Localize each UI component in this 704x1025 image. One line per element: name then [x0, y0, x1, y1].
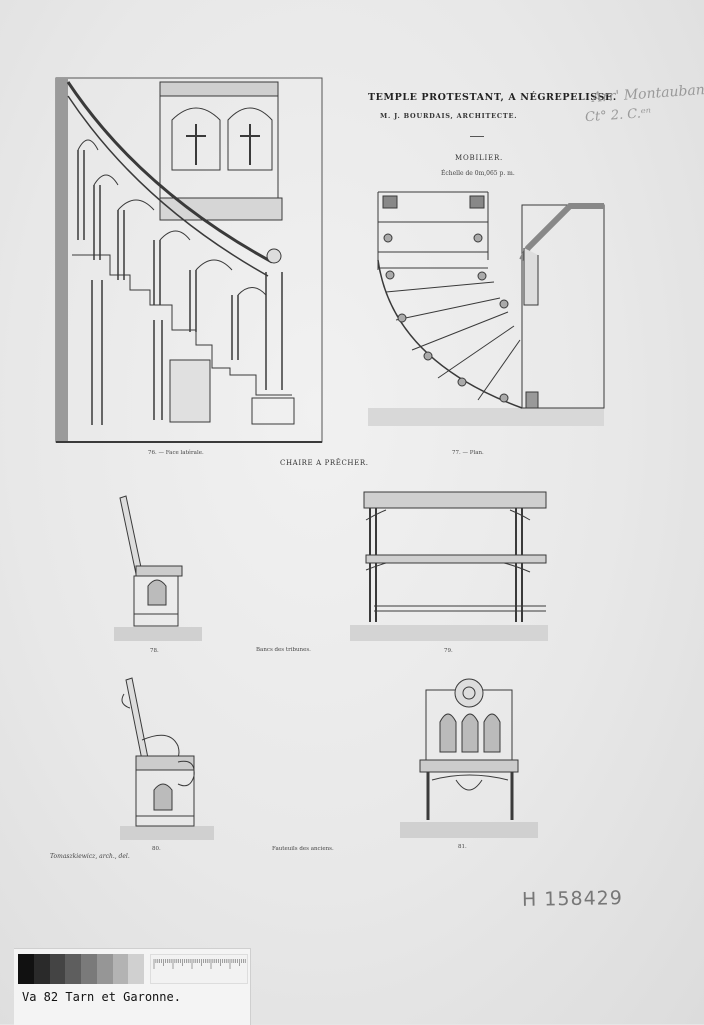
gray-swatch: [18, 954, 34, 984]
inventory-number: H 158429: [521, 887, 624, 911]
gray-swatch: [128, 954, 144, 984]
gray-swatch: [112, 954, 129, 984]
caption-bancs: Bancs des tribunes.: [256, 647, 311, 653]
caption-fauteuils: Fauteuils des anciens.: [272, 846, 334, 852]
gray-swatch: [49, 954, 66, 984]
archive-reference: Va 82 Tarn et Garonne.: [22, 990, 181, 1004]
ruler-ticks: [153, 959, 246, 969]
gray-swatch: [96, 954, 113, 984]
pulpit-lateral-drawing: [55, 77, 323, 443]
gray-swatch: [33, 954, 50, 984]
gray-scale-strip: [18, 954, 144, 984]
caption-fig77: 77. — Plan.: [452, 450, 484, 456]
gray-swatch: [65, 954, 81, 984]
scale-note: Échelle de 0m,065 p. m.: [441, 170, 515, 177]
title-divider: [470, 136, 484, 137]
architect-line: M. J. BOURDAIS, ARCHITECTE.: [380, 112, 518, 120]
bench-side-drawing: [114, 495, 202, 641]
caption-fig78: 78.: [150, 648, 159, 654]
pulpit-plan-drawing: [368, 191, 605, 426]
caption-chaire: CHAIRE A PRÊCHER.: [280, 459, 369, 467]
caption-fig80: 80.: [152, 846, 161, 852]
draughtsman-credit: Tomaszkiewicz, arch., del.: [50, 853, 130, 860]
caption-fig79: 79.: [444, 648, 453, 654]
plate-title: TEMPLE PROTESTANT, A NÉGREPELISSE.: [368, 92, 617, 103]
armchair-front-drawing: [400, 678, 538, 838]
armchair-side-drawing: [120, 677, 214, 840]
caption-fig76: 76. — Face latérale.: [148, 450, 204, 456]
bench-front-drawing: [350, 491, 548, 641]
gray-swatch: [81, 954, 97, 984]
caption-fig81: 81.: [458, 844, 467, 850]
section-heading: MOBILIER.: [455, 154, 504, 162]
measurement-ruler: [150, 954, 248, 984]
